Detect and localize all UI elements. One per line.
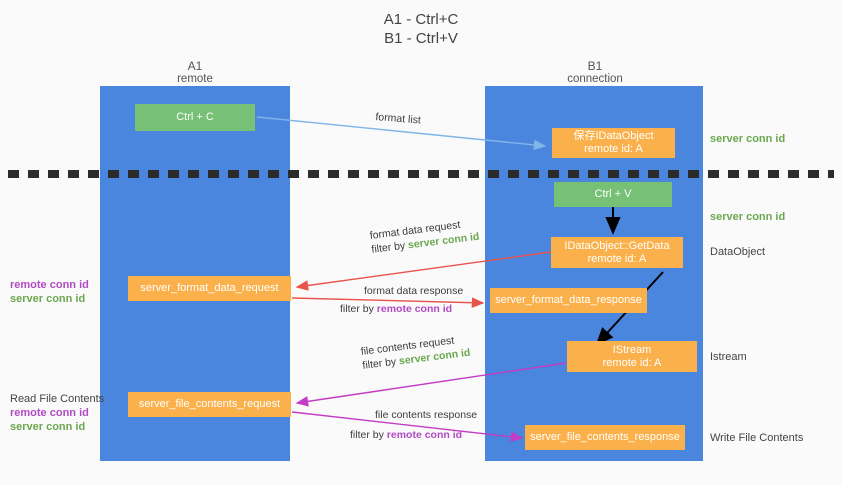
node-server-file-contents-response-label: server_file_contents_response bbox=[530, 431, 680, 443]
node-server-file-contents-request[interactable]: server_file_contents_request bbox=[128, 392, 291, 417]
right-label-server-conn-id-top: server conn id bbox=[710, 133, 786, 145]
node-server-format-data-request[interactable]: server_format_data_request bbox=[128, 276, 291, 301]
edge-label-format-data-response-text: format data response bbox=[364, 285, 464, 297]
column-a1-role: remote bbox=[177, 73, 213, 85]
left-label-read-file-contents: Read File Contents bbox=[10, 393, 105, 405]
node-save-idataobject[interactable]: 保存IDataObject remote id: A bbox=[552, 128, 675, 158]
left-label-remote-conn-id-1: remote conn id bbox=[10, 279, 89, 291]
node-ctrl-c-label: Ctrl + C bbox=[176, 111, 214, 123]
node-ctrl-v[interactable]: Ctrl + V bbox=[554, 182, 672, 207]
edge-label-format-data-request-filter-prefix: filter by bbox=[370, 239, 409, 256]
edge-label-format-list-text: format list bbox=[374, 110, 422, 127]
node-server-format-data-response-label: server_format_data_response bbox=[495, 294, 642, 306]
edge-label-format-data-response-filter-prefix: filter by bbox=[340, 303, 377, 315]
title-line-1: A1 - Ctrl+C bbox=[383, 11, 459, 28]
node-server-file-contents-response[interactable]: server_file_contents_response bbox=[525, 425, 685, 450]
left-label-remote-conn-id-2: remote conn id bbox=[10, 407, 89, 419]
right-label-write-file-contents: Write File Contents bbox=[710, 432, 804, 444]
column-a1-name: A1 bbox=[187, 59, 203, 73]
node-istream-line1: IStream bbox=[612, 343, 652, 356]
edge-label-format-data-response: format data response filter by remote co… bbox=[340, 284, 464, 316]
node-server-format-data-request-label: server_format_data_request bbox=[140, 282, 279, 294]
edge-label-format-data-request: format data request filter by server con… bbox=[369, 216, 480, 257]
column-header-b1: B1 connection bbox=[520, 60, 670, 86]
node-server-file-contents-request-label: server_file_contents_request bbox=[138, 398, 281, 410]
edge-label-file-contents-request: file contents request filter by server c… bbox=[360, 332, 471, 373]
node-idataobject-getdata-line1: IDataObject::GetData bbox=[564, 239, 670, 252]
edge-label-file-contents-response-filter-value: remote conn id bbox=[386, 429, 463, 441]
node-save-idataobject-line2: remote id: A bbox=[584, 143, 643, 155]
edge-label-file-contents-response-text: file contents response bbox=[375, 409, 478, 421]
node-idataobject-getdata-line2: remote id: A bbox=[587, 252, 647, 265]
left-label-server-conn-id-2: server conn id bbox=[10, 421, 86, 433]
edge-label-file-contents-request-filter-prefix: filter by bbox=[361, 355, 400, 372]
node-save-idataobject-line1: 保存IDataObject bbox=[573, 130, 654, 142]
node-ctrl-v-label: Ctrl + V bbox=[594, 188, 632, 200]
edge-label-format-list: format list bbox=[375, 110, 421, 128]
right-label-istream: Istream bbox=[710, 351, 747, 363]
edge-label-file-contents-response: file contents response filter by remote … bbox=[350, 408, 478, 442]
page-title: A1 - Ctrl+C B1 - Ctrl+V bbox=[0, 10, 842, 48]
node-istream[interactable]: IStream remote id: A bbox=[567, 341, 697, 372]
node-server-format-data-response[interactable]: server_format_data_response bbox=[490, 288, 647, 313]
node-ctrl-c[interactable]: Ctrl + C bbox=[135, 104, 255, 131]
node-idataobject-getdata[interactable]: IDataObject::GetData remote id: A bbox=[551, 237, 683, 268]
column-header-a1: A1 remote bbox=[120, 60, 270, 86]
column-b1-role: connection bbox=[567, 73, 623, 85]
edge-label-file-contents-response-filter-prefix: filter by bbox=[350, 429, 387, 441]
edge-label-format-data-response-filter-value: remote conn id bbox=[376, 303, 453, 315]
right-label-server-conn-id-second: server conn id bbox=[710, 211, 786, 223]
left-label-server-conn-id-1: server conn id bbox=[10, 293, 86, 305]
node-istream-line2: remote id: A bbox=[602, 356, 662, 369]
right-label-dataobject: DataObject bbox=[710, 246, 766, 258]
column-b1-name: B1 bbox=[587, 59, 603, 73]
title-line-2: B1 - Ctrl+V bbox=[384, 30, 458, 47]
